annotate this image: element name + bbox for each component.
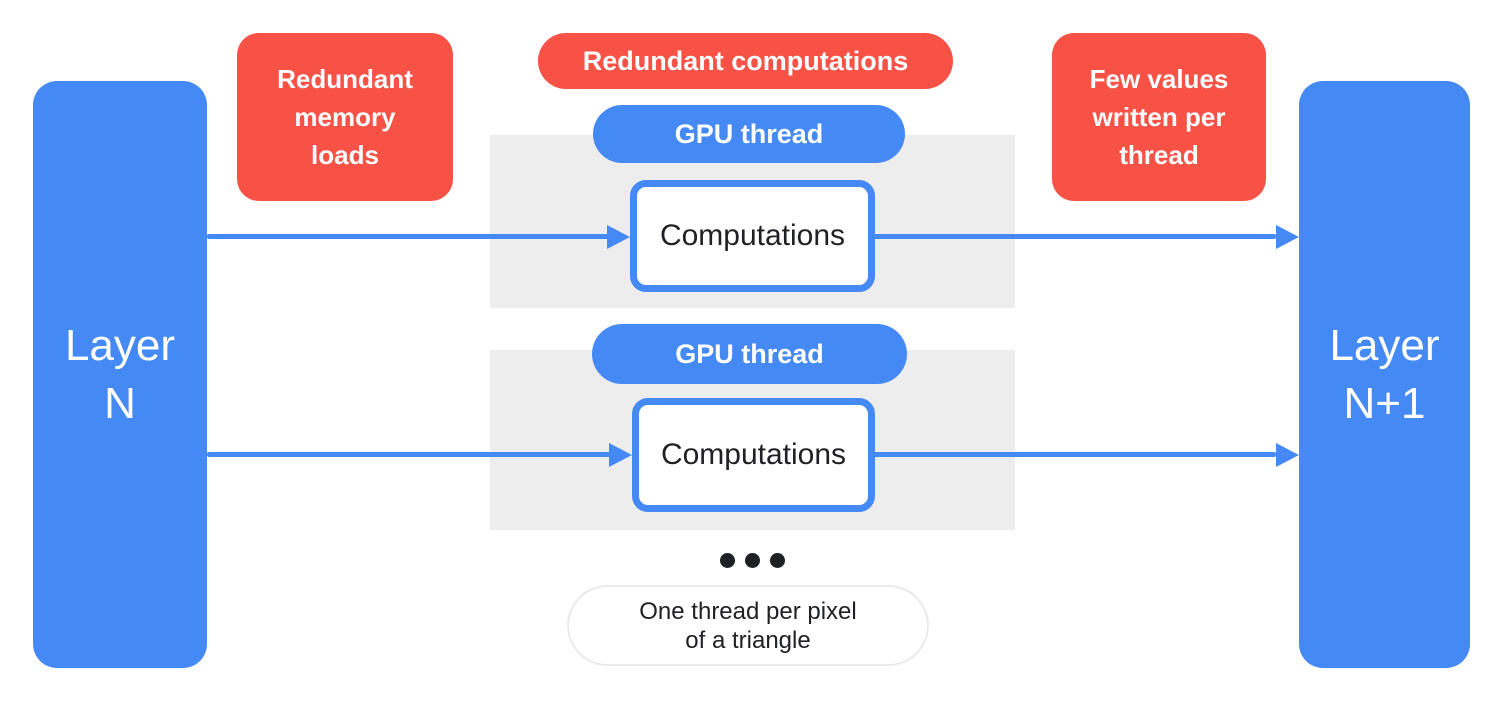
computations-box-1: Computations: [630, 180, 875, 292]
gpu-thread-pill-2-label: GPU thread: [675, 338, 824, 369]
footnote-one-thread-per-pixel: One thread per pixel of a triangle: [567, 585, 929, 666]
arrow-line-row2-right: [870, 452, 1276, 457]
layer-n-plus-1-label: Layer N+1: [1329, 320, 1440, 428]
callout-redundant-memory-loads-label: Redundant memory loads: [277, 64, 413, 170]
arrowhead-icon: [609, 443, 632, 467]
arrowhead-icon: [1276, 443, 1299, 467]
arrow-line-row2-left: [207, 452, 617, 457]
computations-box-1-label: Computations: [659, 219, 846, 252]
callout-redundant-memory-loads: Redundant memory loads: [237, 33, 453, 201]
ellipsis-dot-icon: [745, 553, 760, 568]
layer-n-plus-1-block: Layer N+1: [1299, 81, 1470, 668]
callout-few-values-written-label: Few values written per thread: [1089, 64, 1229, 170]
footnote-label: One thread per pixel of a triangle: [639, 597, 857, 654]
computations-box-2-label: Computations: [660, 438, 847, 471]
layer-n-block: Layer N: [33, 81, 207, 668]
gpu-thread-pill-1: GPU thread: [593, 105, 905, 163]
gpu-thread-pill-2: GPU thread: [592, 324, 907, 384]
callout-redundant-computations: Redundant computations: [538, 33, 953, 89]
arrowhead-icon: [607, 225, 630, 249]
arrowhead-icon: [1276, 225, 1299, 249]
callout-redundant-computations-label: Redundant computations: [582, 45, 909, 76]
gpu-thread-pill-1-label: GPU thread: [674, 118, 824, 149]
arrow-line-row1-right: [870, 234, 1276, 239]
arrow-line-row1-left: [207, 234, 617, 239]
layer-n-label: Layer N: [64, 320, 176, 428]
ellipsis-dot-icon: [720, 553, 735, 568]
callout-few-values-written: Few values written per thread: [1052, 33, 1266, 201]
ellipsis-dot-icon: [770, 553, 785, 568]
computations-box-2: Computations: [632, 398, 875, 512]
